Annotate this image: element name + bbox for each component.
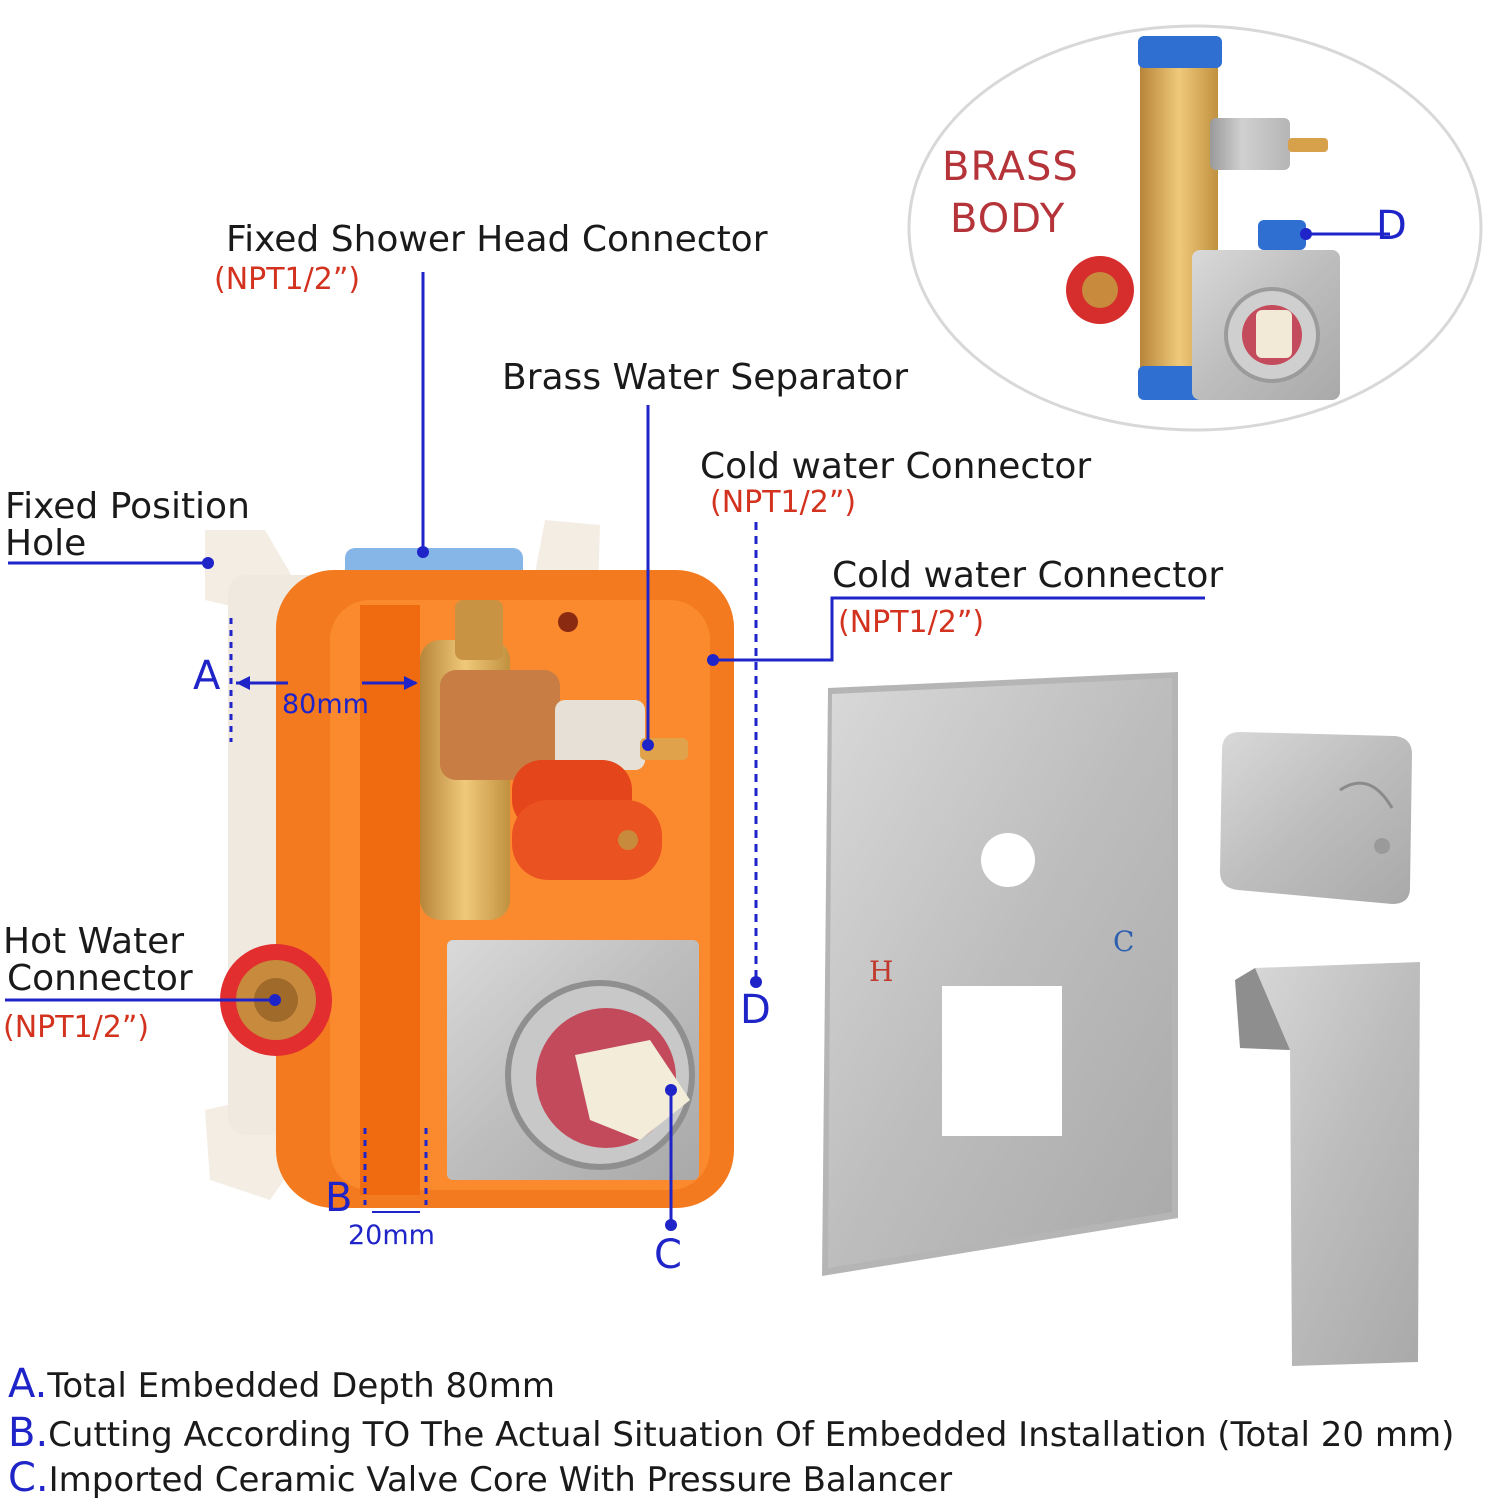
brass-body-label-line1: BRASS [942, 144, 1079, 190]
note-a-letter: A. [8, 1361, 48, 1407]
fixed-position-hole-label-line1: Fixed Position [5, 486, 250, 527]
note-a-text: Total Embedded Depth 80mm [47, 1366, 556, 1406]
marker-a: A [193, 653, 221, 699]
fixed-shower-head-npt: (NPT1/2”) [214, 262, 361, 297]
leader-dots [202, 228, 1312, 1231]
lever-handle [1235, 962, 1420, 1366]
hot-water-connector-label-line1: Hot Water [3, 921, 185, 962]
marker-d: D [740, 987, 771, 1033]
fixed-shower-head-label: Fixed Shower Head Connector [226, 219, 768, 260]
note-c: C.Imported Ceramic Valve Core With Press… [8, 1458, 952, 1498]
hot-water-connector-npt: (NPT1/2”) [3, 1010, 150, 1045]
cold-water-connector-label-2: Cold water Connector [832, 555, 1224, 596]
cold-water-connector-npt-1: (NPT1/2”) [710, 485, 857, 520]
note-c-text: Imported Ceramic Valve Core With Pressur… [48, 1460, 953, 1500]
brass-body-inset [907, 24, 1483, 432]
knob-cap [1220, 732, 1412, 904]
note-b: B.Cutting According TO The Actual Situat… [8, 1413, 1454, 1453]
note-b-letter: B. [8, 1410, 49, 1456]
trim-plate [822, 672, 1178, 1276]
note-b-text: Cutting According TO The Actual Situatio… [48, 1415, 1455, 1455]
dimension-b-20mm: 20mm [348, 1220, 435, 1251]
cold-water-connector-npt-2: (NPT1/2”) [838, 605, 985, 640]
fixed-position-hole-label-line2: Hole [5, 523, 87, 564]
marker-c: C [654, 1232, 682, 1278]
dimension-a-80mm: 80mm [282, 689, 369, 720]
valve-box [205, 520, 734, 1208]
inset-marker-d: D [1376, 203, 1407, 249]
leader-lines [5, 232, 1390, 1225]
hot-water-connector-label-line2: Connector [7, 958, 193, 999]
note-c-letter: C. [8, 1455, 49, 1501]
brass-water-separator-label: Brass Water Separator [502, 357, 909, 398]
note-a: A.Total Embedded Depth 80mm [8, 1364, 555, 1404]
plate-cold-letter: C [1113, 925, 1135, 958]
marker-b: B [325, 1175, 353, 1221]
plate-hot-letter: H [869, 955, 894, 988]
cold-water-connector-label-1: Cold water Connector [700, 446, 1092, 487]
brass-body-label-line2: BODY [950, 196, 1066, 242]
